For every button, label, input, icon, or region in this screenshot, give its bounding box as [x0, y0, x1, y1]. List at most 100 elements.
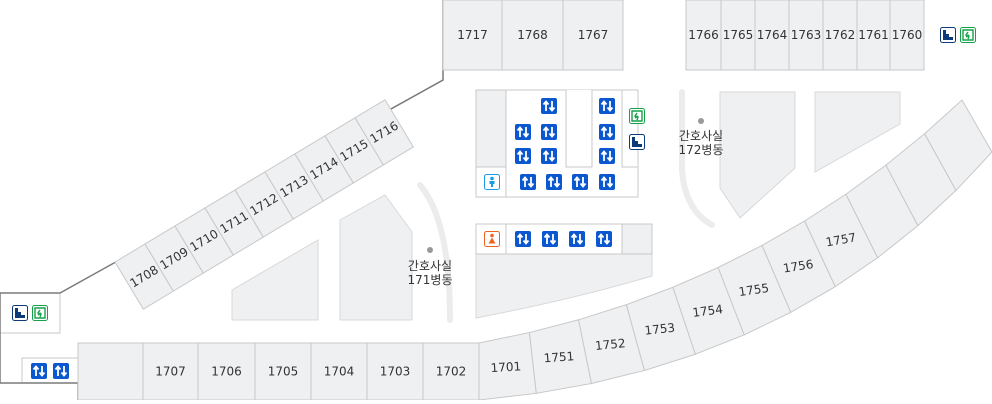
room[interactable]: 1765 [720, 0, 756, 71]
room[interactable]: 1703 [366, 342, 424, 401]
elevator-icon [520, 174, 536, 190]
room-number: 1705 [268, 365, 299, 379]
room[interactable]: 1752 [577, 304, 646, 385]
room-shape [77, 342, 144, 401]
icons [12, 27, 976, 379]
room[interactable]: 1757 [804, 193, 879, 288]
room-number: 1765 [723, 28, 754, 42]
room-number: 1755 [738, 281, 770, 299]
room-shape [923, 99, 992, 192]
elevator-icon [515, 148, 531, 164]
room-number: 1757 [825, 230, 857, 249]
room-number: 1751 [543, 349, 575, 365]
room[interactable]: 1707 [142, 342, 199, 401]
room[interactable]: 1711 [204, 189, 265, 256]
room[interactable]: 1705 [254, 342, 312, 401]
room[interactable]: 1706 [197, 342, 256, 401]
room[interactable]: 1762 [822, 0, 858, 71]
elevator-icon [31, 363, 47, 379]
nurse-station-172[interactable]: 간호사실 172병동 [679, 118, 724, 157]
room[interactable]: 1701 [478, 331, 537, 401]
room[interactable]: 1717 [442, 0, 503, 71]
elevator-icon [569, 231, 585, 247]
room-number: 1707 [155, 365, 186, 379]
restroom-female-icon [484, 231, 500, 247]
emergency-exit-icon [960, 27, 976, 43]
elevator-icon [53, 363, 69, 379]
elevator-icon [541, 124, 557, 140]
block [814, 91, 901, 173]
room-number: 1761 [858, 28, 889, 42]
ward-label: 172병동 [679, 143, 724, 157]
elevator-icon [572, 174, 588, 190]
room-number: 1703 [380, 365, 411, 379]
room[interactable]: 1761 [856, 0, 891, 71]
elevator-icon [596, 231, 612, 247]
room-number: 1752 [594, 336, 626, 353]
room[interactable]: 1714 [294, 135, 355, 202]
stairs-icon [940, 27, 956, 43]
emergency-exit-icon [629, 108, 645, 124]
corridor-path [417, 182, 453, 323]
room-number: 1753 [644, 321, 676, 338]
room[interactable]: 1716 [354, 99, 415, 166]
room-shape [889, 0, 925, 71]
block [719, 91, 796, 219]
room[interactable]: 1763 [788, 0, 824, 71]
room-number: 1764 [757, 28, 788, 42]
elevator-icon [599, 174, 615, 190]
room-number: 1717 [457, 28, 488, 42]
room[interactable]: 1710 [174, 207, 235, 274]
elevator-icon [541, 148, 557, 164]
room[interactable]: 1704 [310, 342, 368, 401]
room-number: 1702 [436, 365, 467, 379]
room-number: 1760 [892, 28, 923, 42]
room-number: 1768 [517, 28, 548, 42]
ward-label: 171병동 [408, 273, 453, 287]
restroom-male-icon [484, 174, 500, 190]
room[interactable] [77, 342, 144, 401]
room[interactable]: 1712 [234, 171, 295, 238]
elevator-area-left [21, 357, 79, 384]
elevator-icon [546, 174, 562, 190]
room[interactable]: 1764 [754, 0, 790, 71]
room[interactable]: 1767 [562, 0, 624, 71]
stair-area-left [0, 292, 61, 334]
room[interactable]: 1709 [144, 225, 205, 292]
nurse-station-label: 간호사실 [408, 259, 452, 273]
nurse-station-label: 간호사실 [679, 129, 723, 143]
elevator-icon [599, 124, 615, 140]
room-shape [354, 99, 415, 166]
room[interactable]: 1755 [717, 244, 792, 336]
room-number: 1763 [791, 28, 822, 42]
room-number: 1766 [688, 28, 719, 42]
block [339, 194, 413, 321]
elevator-icon [515, 231, 531, 247]
core-shaft [475, 89, 507, 168]
room-number: 1704 [324, 365, 355, 379]
elevator-icon [542, 231, 558, 247]
room[interactable]: 1713 [264, 153, 325, 220]
room[interactable]: 1760 [889, 0, 925, 71]
room-number: 1754 [692, 302, 724, 320]
room-number: 1706 [211, 365, 242, 379]
stairs-icon [629, 134, 645, 150]
elevator-icon [515, 124, 531, 140]
nurse-station-171[interactable]: 간호사실 171병동 [408, 247, 453, 287]
room-number: 1756 [782, 257, 814, 276]
room-number: 1701 [490, 359, 521, 375]
corridor-path [679, 89, 715, 228]
block [475, 253, 653, 319]
room[interactable] [923, 99, 992, 192]
map-background [0, 0, 901, 400]
room[interactable]: 1768 [501, 0, 564, 71]
room[interactable]: 1766 [685, 0, 722, 71]
core-shaft [621, 223, 653, 255]
core-divider [565, 90, 593, 168]
room[interactable]: 1753 [625, 286, 697, 372]
room[interactable]: 1702 [422, 342, 480, 401]
elevator-icon [541, 98, 557, 114]
room[interactable]: 1715 [324, 117, 385, 184]
